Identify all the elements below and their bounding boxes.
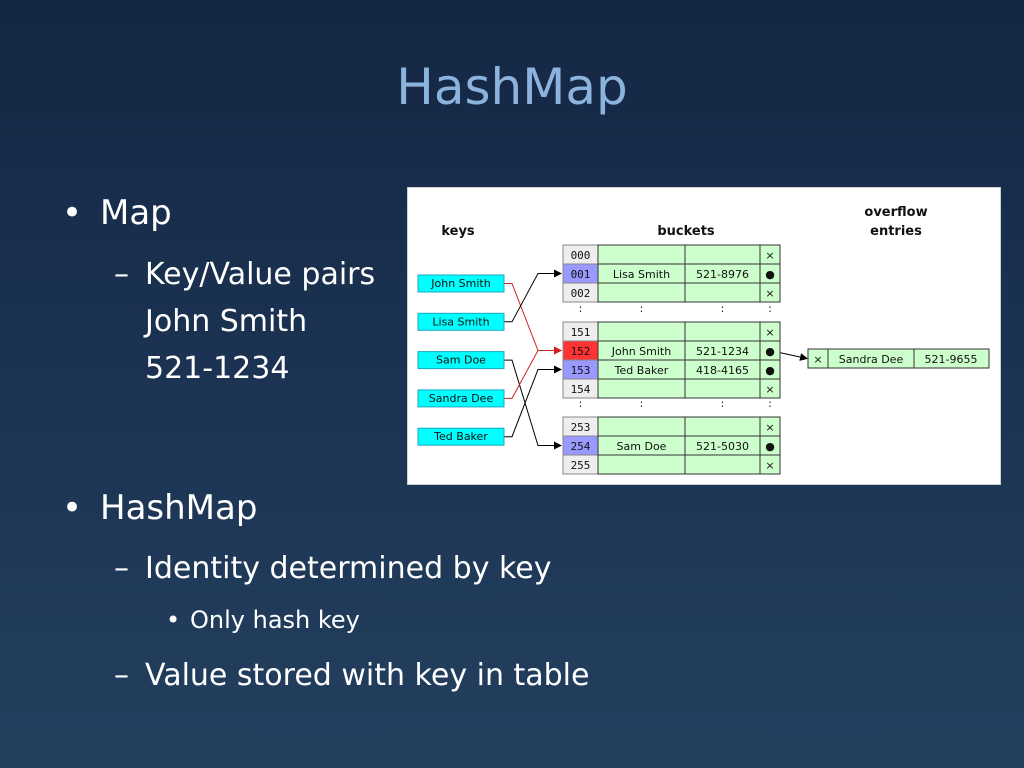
hash-arrow — [504, 365, 562, 438]
sub-sub-bullet-only-hash-key: Only hash key — [190, 606, 360, 634]
ellipsis-mark: : — [579, 397, 583, 410]
bucket-link-cell — [759, 454, 781, 475]
overflow-layer: × Sandra Dee 521-9655 — [807, 348, 990, 369]
bucket-index: 000 — [571, 249, 591, 262]
key-box — [417, 312, 505, 331]
sub-bullet-line: Key/Value pairs — [145, 257, 376, 292]
link-dot-icon: ● — [765, 440, 775, 453]
bucket-index: 153 — [571, 364, 591, 377]
ellipsis-mark: : — [640, 302, 644, 315]
bucket-name-cell — [597, 454, 686, 475]
bullet-icon: • — [62, 193, 83, 233]
bucket-name: Ted Baker — [614, 364, 669, 377]
ellipsis-mark: : — [768, 397, 772, 410]
null-link-icon: × — [765, 421, 774, 434]
buckets-header: buckets — [657, 224, 715, 239]
ellipsis-mark: : — [721, 397, 725, 410]
bucket-name-cell — [597, 321, 686, 342]
hash-arrow — [504, 346, 562, 399]
bucket-name: Sam Doe — [617, 440, 667, 453]
sub-bullet-line: John Smith — [145, 304, 308, 339]
hash-arrow — [504, 283, 562, 355]
sub-bullet-identity: Identity determined by key — [145, 551, 552, 586]
sub-bullet-line: 521-1234 — [145, 351, 290, 386]
key-label: Lisa Smith — [432, 315, 489, 328]
ellipsis-mark: : — [579, 302, 583, 315]
bucket-index: 255 — [571, 459, 591, 472]
bucket-value: 418-4165 — [696, 364, 749, 377]
bucket-index: 001 — [571, 268, 591, 281]
ellipsis-mark: : — [640, 397, 644, 410]
key-box — [417, 351, 505, 370]
bucket-value: 521-1234 — [696, 345, 749, 358]
bucket-name-cell — [597, 378, 686, 399]
link-dot-icon: ● — [765, 268, 775, 281]
bucket-link-cell — [759, 282, 781, 303]
buckets-layer: 000 × 001 Lisa Smith 521-8976 ● 002 × 151 × 152 Joh… — [562, 244, 781, 475]
keys-header: keys — [441, 224, 475, 239]
overflow-header-2: entries — [870, 224, 922, 239]
ellipsis-mark: : — [768, 302, 772, 315]
ellipsis-mark: : — [721, 302, 725, 315]
bucket-value-cell — [684, 416, 761, 437]
dash-icon: – — [114, 551, 129, 586]
bucket-value-cell — [684, 321, 761, 342]
arrows-layer — [504, 269, 808, 450]
bucket-name: Lisa Smith — [613, 268, 670, 281]
bullet-icon: • — [166, 606, 181, 634]
hash-arrow — [504, 359, 562, 450]
bucket-value-cell — [684, 454, 761, 475]
bucket-name-cell — [597, 244, 686, 265]
bucket-index: 152 — [571, 345, 591, 358]
bucket-index: 151 — [571, 326, 591, 339]
bucket-value-cell — [684, 378, 761, 399]
bucket-value: 521-8976 — [696, 268, 749, 281]
null-link-icon: × — [765, 326, 774, 339]
overflow-value: 521-9655 — [925, 353, 978, 366]
key-label: John Smith — [430, 277, 490, 290]
hash-table-svg: keys buckets overflow entries John Smith… — [417, 205, 990, 475]
bucket-link-cell — [759, 378, 781, 399]
overflow-header: overflow — [864, 205, 927, 220]
dash-icon: – — [114, 658, 129, 693]
overflow-name: Sandra Dee — [839, 353, 904, 366]
bullet-map: Map — [100, 193, 172, 233]
key-label: Ted Baker — [433, 430, 488, 443]
hash-arrow — [504, 269, 562, 323]
hash-table-diagram: keys buckets overflow entries John Smith… — [407, 187, 1001, 485]
bucket-name-cell — [597, 416, 686, 437]
null-link-icon: × — [765, 249, 774, 262]
bucket-index: 254 — [571, 440, 591, 453]
bucket-name-cell — [597, 282, 686, 303]
key-box — [417, 274, 505, 293]
overflow-value-cell — [913, 348, 990, 369]
bucket-value-cell — [684, 282, 761, 303]
null-link-icon: × — [765, 459, 774, 472]
link-dot-icon: ● — [765, 364, 775, 377]
null-link-icon: × — [765, 383, 774, 396]
slide-title: HashMap — [396, 58, 628, 116]
bucket-index: 002 — [571, 287, 591, 300]
bucket-value-cell — [684, 244, 761, 265]
bucket-value: 521-5030 — [696, 440, 749, 453]
bullet-hashmap: HashMap — [100, 488, 258, 528]
key-label: Sandra Dee — [429, 392, 494, 405]
null-link-icon: × — [813, 353, 822, 366]
bucket-name: John Smith — [611, 345, 671, 358]
bucket-index: 154 — [571, 383, 591, 396]
bullet-icon: • — [62, 488, 83, 528]
link-dot-icon: ● — [765, 345, 775, 358]
sub-bullet-value-stored: Value stored with key in table — [145, 658, 590, 693]
key-box — [417, 427, 505, 446]
null-link-icon: × — [765, 287, 774, 300]
key-label: Sam Doe — [436, 354, 486, 367]
dash-icon: – — [114, 257, 129, 292]
key-box — [417, 389, 505, 408]
bucket-index: 253 — [571, 421, 591, 434]
